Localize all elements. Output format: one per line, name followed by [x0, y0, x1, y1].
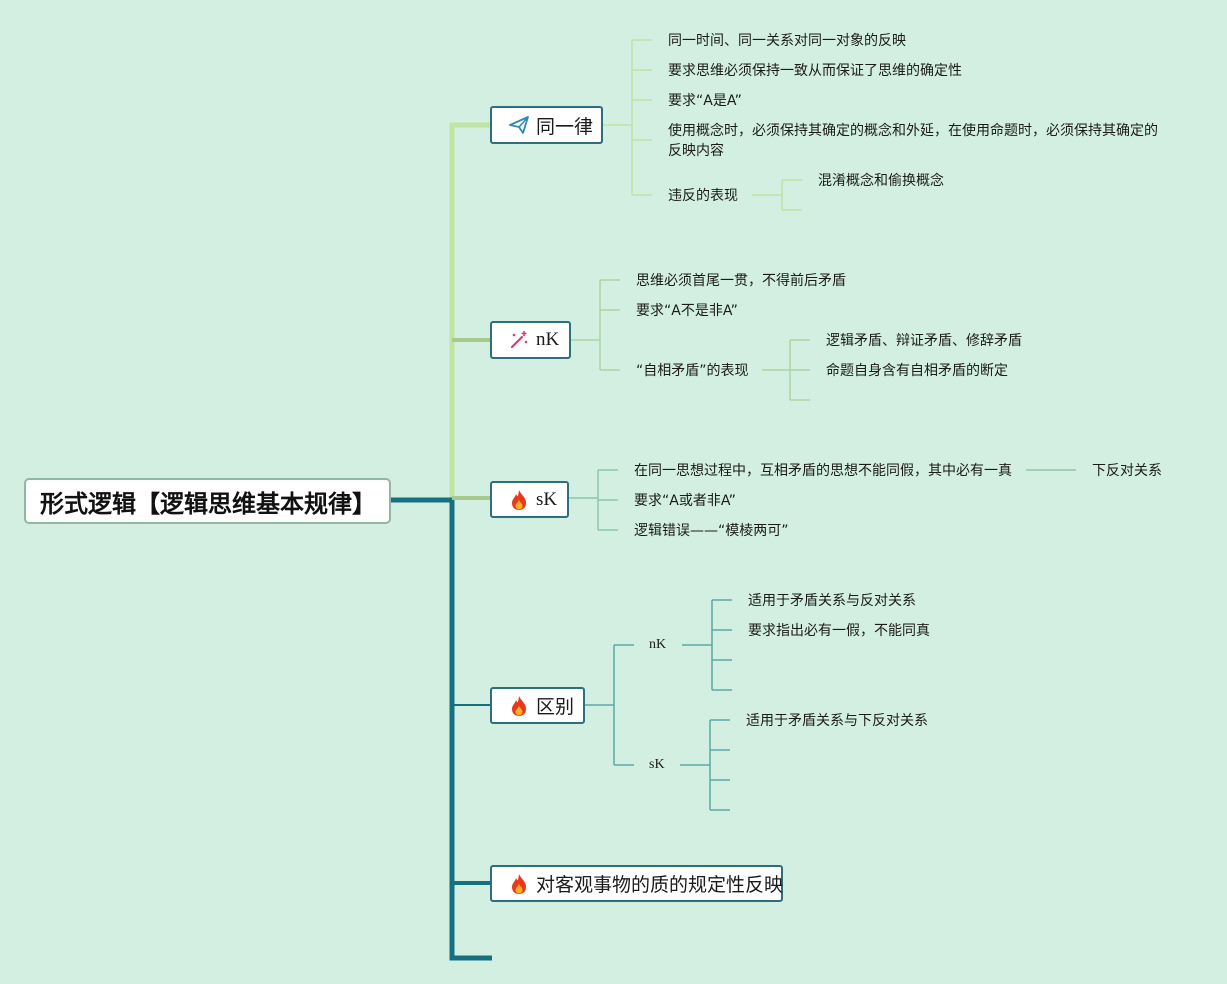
- leaf-item: 要求指出必有一假，不能同真: [748, 623, 930, 639]
- sub-leaf-item: 命题自身含有自相矛盾的断定: [826, 363, 1008, 379]
- sub-node-sk[interactable]: sK: [649, 757, 665, 772]
- sub-leaf-item: 逻辑矛盾、辩证矛盾、修辞矛盾: [826, 333, 1022, 349]
- branch-qualitative-reflection[interactable]: 对客观事物的质的规定性反映: [490, 865, 783, 902]
- trunk: [449, 500, 492, 961]
- leaf-item: 要求“A是A”: [668, 93, 742, 109]
- sub-leaf-item: 混淆概念和偷换概念: [818, 173, 944, 189]
- leaf-item: 违反的表现: [668, 188, 738, 204]
- leaf-item: 同一时间、同一关系对同一对象的反映: [668, 33, 906, 49]
- connector-b1: [449, 122, 492, 500]
- leaf-item: 要求“A不是非A”: [636, 303, 738, 319]
- branch-label: sK: [536, 488, 558, 510]
- branch-label: 区别: [536, 696, 575, 718]
- paper-plane-icon: [508, 114, 530, 136]
- leaf-item: 适用于矛盾关系与下反对关系: [746, 713, 928, 729]
- leaf-item: 要求“A或者非A”: [634, 493, 736, 509]
- sub-node-nk[interactable]: nK: [649, 637, 667, 652]
- leaf-item: 在同一思想过程中，互相矛盾的思想不能同假，其中必有一真: [634, 463, 1012, 479]
- fire-icon: [508, 489, 530, 511]
- sub-leaf-item: 下反对关系: [1092, 463, 1162, 479]
- leaf-item: 要求思维必须保持一致从而保证了思维的确定性: [668, 63, 962, 79]
- leaf-item: 逻辑错误——“模棱两可”: [634, 523, 789, 539]
- branch-difference[interactable]: 区别: [490, 687, 585, 724]
- branch-label: 对客观事物的质的规定性反映: [536, 874, 784, 896]
- root-node[interactable]: 形式逻辑【逻辑思维基本规律】: [24, 478, 391, 524]
- leaf-item: 思维必须首尾一贯，不得前后矛盾: [636, 273, 846, 289]
- magic-wand-icon: [508, 329, 530, 351]
- leaf-item: 适用于矛盾关系与反对关系: [748, 593, 916, 609]
- root-label: 形式逻辑【逻辑思维基本规律】: [40, 489, 376, 518]
- branch-sk[interactable]: sK: [490, 481, 569, 518]
- fire-icon: [508, 873, 530, 895]
- branch-nk[interactable]: nK: [490, 321, 571, 359]
- branch-label: nK: [536, 329, 560, 350]
- fire-icon: [508, 695, 530, 717]
- branch-label: 同一律: [536, 115, 594, 138]
- branch-identity-law[interactable]: 同一律: [490, 106, 603, 144]
- leaf-item: 使用概念时，必须保持其确定的概念和外延，在使用命题时，必须保持其确定的反映内容: [668, 123, 1158, 159]
- leaf-item: “自相矛盾”的表现: [636, 363, 749, 379]
